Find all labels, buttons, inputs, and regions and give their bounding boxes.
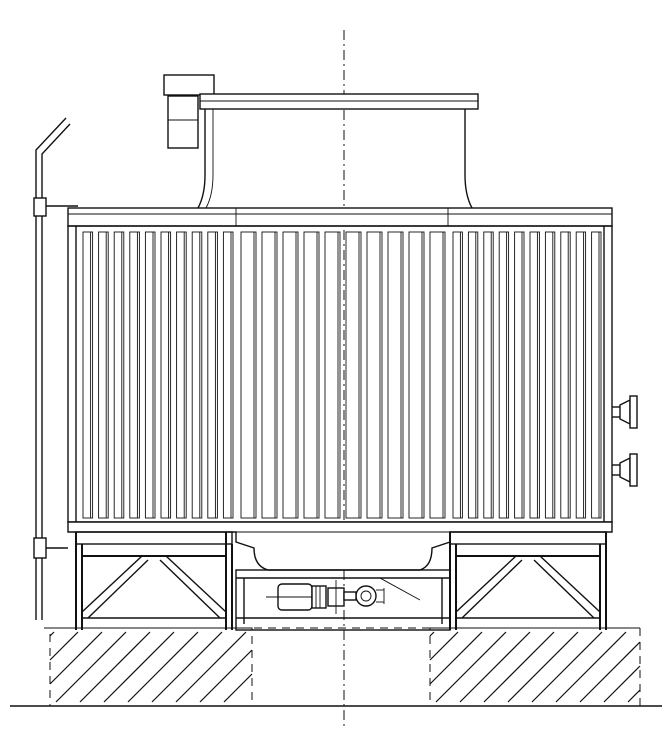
support-frame-right <box>449 531 607 630</box>
louver-slat <box>366 231 383 519</box>
louver-slat <box>160 231 172 519</box>
foundation-hatch-line <box>49 631 103 685</box>
fan-motor-housing <box>167 95 199 149</box>
foundation-hatch-line <box>49 631 79 661</box>
louver-slat <box>207 231 218 519</box>
foundation-hatch-line <box>49 631 55 637</box>
louver-slat <box>575 231 587 519</box>
foundation-block <box>429 627 641 707</box>
louver-slat <box>191 231 203 519</box>
foundation-hatch-line <box>79 631 151 703</box>
louver-slat <box>591 231 602 519</box>
ladder-pipe <box>33 117 78 620</box>
foundation-block <box>49 627 253 707</box>
top-deck <box>67 207 613 227</box>
louver-slat <box>452 231 463 519</box>
foundation-hatch-line <box>199 649 253 703</box>
louver-slat <box>98 231 109 519</box>
louver-slat <box>560 231 571 519</box>
louver-slat <box>387 231 404 519</box>
louver-slat <box>345 231 362 519</box>
pump-motor-icon <box>266 580 385 614</box>
fan-stack-cap-left <box>163 74 215 96</box>
support-frame-left <box>75 531 233 630</box>
outlet-nozzle-upper <box>612 395 638 429</box>
foundation-hatch-line <box>103 631 175 703</box>
louver-slat <box>514 231 525 519</box>
louver-slat <box>483 231 494 519</box>
louver-slat <box>240 231 257 519</box>
louver-slat <box>144 231 156 519</box>
fan-stack-top-plate <box>199 93 479 110</box>
fan-stack <box>163 74 479 209</box>
louver-slat <box>261 231 278 519</box>
foundation-hatch-line <box>151 631 223 703</box>
foundation-hatch-line <box>603 665 641 703</box>
louver-slat <box>82 231 94 519</box>
louver-slat <box>498 231 510 519</box>
cold-water-basin <box>67 521 613 571</box>
foundation-hatch-line <box>127 631 199 703</box>
louver-slat <box>303 231 320 519</box>
foundation-hatch-line <box>175 631 247 703</box>
louver-panels <box>82 231 602 519</box>
foundation-hatch-line <box>507 631 579 703</box>
foundation-hatch-line <box>531 631 603 703</box>
louver-slat <box>113 231 125 519</box>
louver-slat <box>324 231 341 519</box>
louver-slat <box>544 231 556 519</box>
foundation-hatch-line <box>435 631 507 703</box>
louver-slat <box>129 231 140 519</box>
pump-skid <box>235 569 451 631</box>
louver-slat <box>429 231 446 519</box>
foundation-hatch-line <box>483 631 555 703</box>
fan-stack-left-wall <box>197 109 206 209</box>
louver-slat <box>222 231 234 519</box>
louver-slat <box>282 231 299 519</box>
fan-stack-right-wall <box>464 109 473 209</box>
louver-slat <box>467 231 479 519</box>
foundation-hatch-line <box>429 631 459 661</box>
outlet-nozzle-lower <box>612 453 638 487</box>
louver-slat <box>176 231 187 519</box>
foundation-hatch-line <box>555 631 627 703</box>
foundation-hatch-line <box>223 673 253 703</box>
foundation-hatch-line <box>579 641 641 703</box>
louver-slat <box>408 231 425 519</box>
foundation-hatch-line <box>55 631 127 703</box>
foundation-blocks <box>49 627 641 707</box>
louver-slat <box>529 231 540 519</box>
foundation-hatch-line <box>627 689 641 703</box>
foundation-hatch-line <box>459 631 531 703</box>
foundation-hatch-line <box>429 631 483 685</box>
foundation-hatch-line <box>429 631 435 637</box>
